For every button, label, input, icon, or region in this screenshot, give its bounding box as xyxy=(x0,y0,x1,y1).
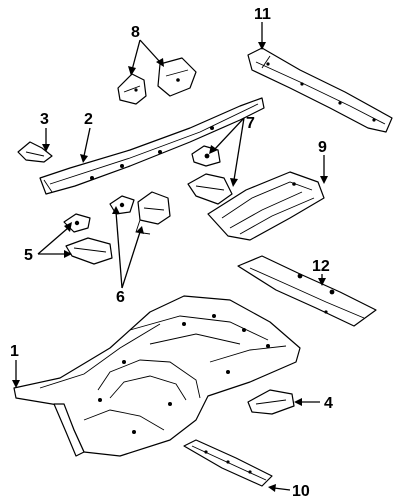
callout-4: 4 xyxy=(324,395,333,412)
callout-10: 10 xyxy=(292,483,310,500)
callout-numbers: 11 8 3 2 7 9 5 6 12 1 4 10 xyxy=(10,6,333,500)
callout-12: 12 xyxy=(312,258,330,275)
part-3-bracket xyxy=(17,141,53,163)
part-2-front-crossmember xyxy=(39,97,265,195)
part-7-brackets xyxy=(187,145,233,205)
callout-2: 2 xyxy=(84,111,93,128)
part-5-brackets xyxy=(63,213,113,265)
callout-6: 6 xyxy=(116,289,125,306)
callout-7: 7 xyxy=(246,115,255,132)
callout-8: 8 xyxy=(131,24,140,41)
callout-1: 1 xyxy=(10,343,19,360)
callout-5: 5 xyxy=(24,247,33,264)
callout-3: 3 xyxy=(40,111,49,128)
part-11-rear-crossmember xyxy=(247,47,393,133)
leader-lines xyxy=(12,22,328,492)
part-10-strip xyxy=(183,439,273,487)
part-12-crossmember xyxy=(237,255,377,327)
part-8-brackets xyxy=(117,57,197,105)
part-4-bracket xyxy=(247,389,295,415)
part-9-floor-section xyxy=(207,171,325,241)
part-1-floor-pan xyxy=(13,295,301,457)
callout-11: 11 xyxy=(254,6,271,23)
callout-9: 9 xyxy=(318,139,327,156)
